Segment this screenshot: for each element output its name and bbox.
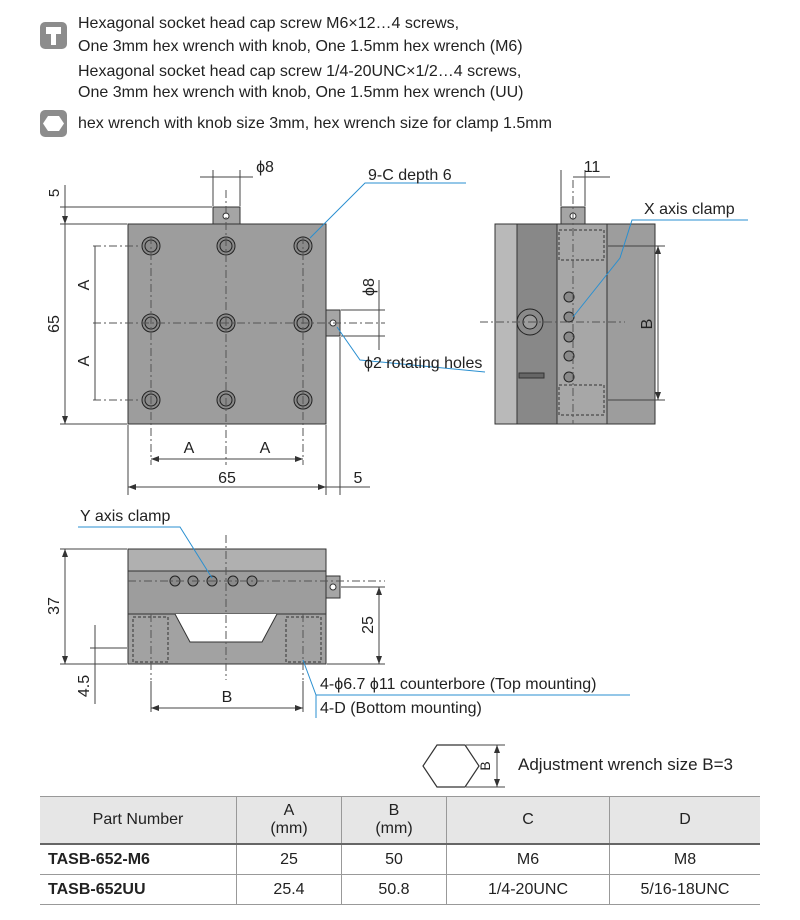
top-dim-65-left: 65 [46, 315, 63, 333]
header-a-main: A [283, 802, 295, 819]
top-dim-5: 5 [46, 189, 63, 197]
header-b: B(mm) [341, 796, 447, 845]
top-dim-a-bottom-right: A [260, 440, 271, 457]
header-part-number: Part Number [40, 796, 237, 845]
header-b-unit: (mm) [375, 820, 413, 837]
table-row: TASB-652-M6 25 50 M6 M8 [40, 844, 760, 875]
hex-wrench-icon-glyph [43, 116, 64, 131]
table-header-row: Part Number A(mm) B(mm) C D [40, 796, 760, 845]
cell-b: 50.8 [341, 874, 447, 905]
accessory-line-2: One 3mm hex wrench with knob, One 1.5mm … [78, 38, 523, 55]
wrench-dim-b: B [477, 761, 493, 770]
screw-icon-glyph [46, 27, 61, 45]
cell-a: 25 [236, 844, 342, 875]
top-dim-65-bottom: 65 [218, 470, 236, 487]
front-dim-25: 25 [360, 616, 377, 634]
cell-part-number: TASB-652-M6 [40, 844, 237, 875]
top-dim-a-bottom-left: A [184, 440, 195, 457]
top-hole-note: 9-C depth 6 [368, 167, 452, 184]
side-dim-11: 11 [584, 159, 601, 176]
front-dim-b: B [222, 689, 233, 706]
accessory-line-3: Hexagonal socket head cap screw 1/4-20UN… [78, 63, 522, 80]
screw-icon [40, 22, 67, 49]
spec-table: Part Number A(mm) B(mm) C D TASB-652-M6 … [40, 796, 760, 905]
wrench-hex-shape [422, 744, 480, 788]
header-c-main: C [522, 811, 534, 828]
front-bottom-note: 4-D (Bottom mounting) [320, 700, 482, 717]
cell-d: M8 [609, 844, 760, 875]
accessory-line-1: Hexagonal socket head cap screw M6×12…4 … [78, 15, 460, 32]
front-y-clamp: Y axis clamp [80, 508, 171, 525]
adjustment-note: Adjustment wrench size B=3 [518, 755, 733, 774]
header-d: D [609, 796, 760, 845]
header-b-main: B [388, 802, 400, 819]
wrench-note: hex wrench with knob size 3mm, hex wrenc… [78, 115, 552, 132]
dimension-drawing: 5 ϕ8 9-C depth 6 A A 65 ϕ8 ϕ2 rotating h… [46, 159, 748, 788]
top-dim-5-bottom: 5 [354, 470, 363, 487]
front-counterbore-note: 4-ϕ6.7 ϕ11 counterbore (Top mounting) [320, 676, 596, 693]
cell-a: 25.4 [236, 874, 342, 905]
side-dim-b: B [639, 319, 656, 330]
top-dim-a-lower: A [76, 355, 93, 366]
cell-part-number: TASB-652UU [40, 874, 237, 905]
table-row: TASB-652UU 25.4 50.8 1/4-20UNC 5/16-18UN… [40, 874, 760, 905]
cell-c: 1/4-20UNC [446, 874, 610, 905]
header-c: C [446, 796, 610, 845]
top-dim-phi8: ϕ8 [256, 159, 274, 176]
header-part-number-text: Part Number [92, 811, 184, 828]
top-dim-phi8-side: ϕ8 [361, 278, 378, 296]
side-x-clamp: X axis clamp [644, 201, 735, 218]
header-a: A(mm) [236, 796, 342, 845]
cell-b: 50 [341, 844, 447, 875]
hex-wrench-icon [40, 110, 67, 137]
cell-d: 5/16-18UNC [609, 874, 760, 905]
cell-c: M6 [446, 844, 610, 875]
header-d-main: D [679, 811, 691, 828]
top-rotating-note: ϕ2 rotating holes [364, 355, 482, 372]
front-dim-4-5: 4.5 [76, 675, 93, 697]
accessory-line-4: One 3mm hex wrench with knob, One 1.5mm … [78, 84, 524, 101]
header-a-unit: (mm) [270, 820, 308, 837]
front-dim-37: 37 [46, 597, 63, 615]
top-dim-a-upper: A [76, 279, 93, 290]
